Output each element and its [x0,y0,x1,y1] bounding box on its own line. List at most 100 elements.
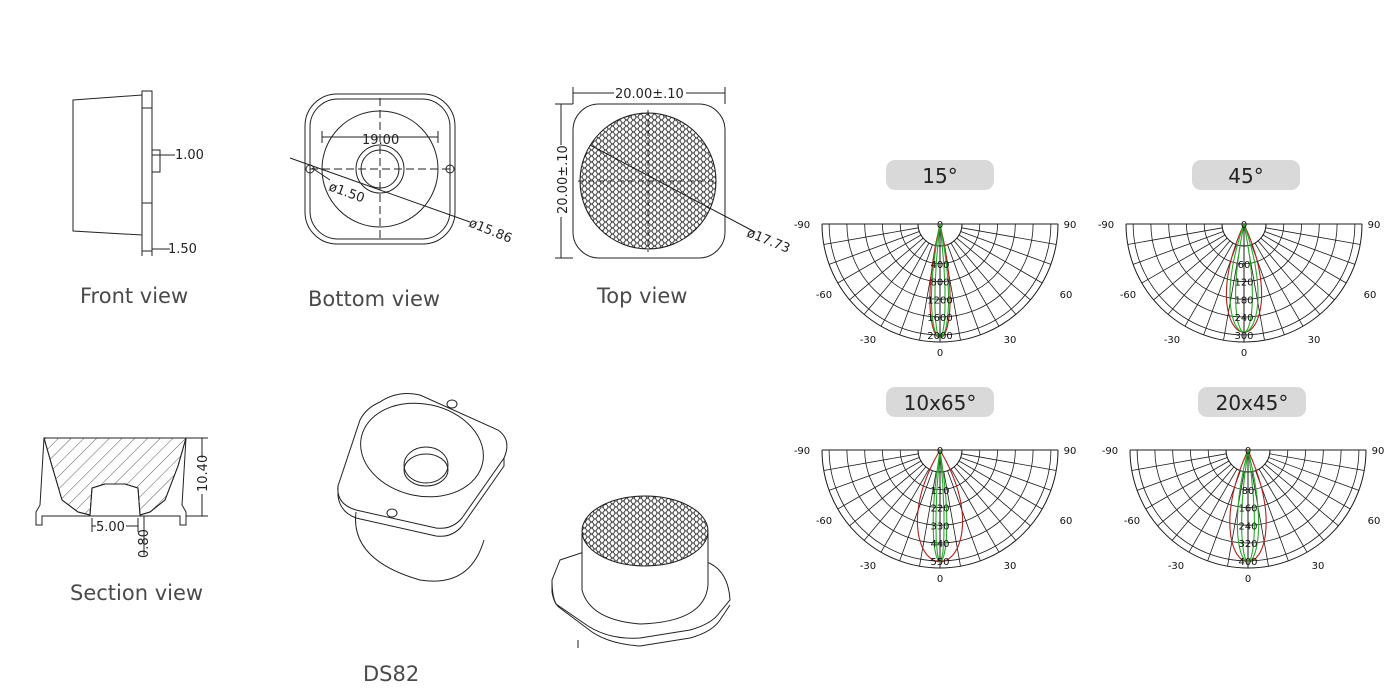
polar-spoke [1260,237,1335,301]
polar-spoke [953,466,1017,541]
polar-angle-label: 30 [1004,335,1017,346]
polar-ring-label: 800 [930,278,949,289]
polar-spoke [947,244,981,336]
polar-spoke [960,457,1052,491]
polar-ring-label: 240 [1238,521,1257,532]
polar-angle-label: -90 [794,446,810,457]
bottom-dim-width: 19.00 [362,133,399,148]
polar-ring-label: 220 [930,504,949,515]
polar-angle-label: 0 [1245,574,1251,585]
polar-spoke [958,234,1043,284]
front-dim-a: 1.00 [175,148,204,163]
polar-ring-label: 1600 [927,313,952,324]
polar-spoke [1141,234,1226,284]
polar-badge-3: 10x65° [886,387,994,417]
polar-spoke [1188,468,1238,553]
polar-spoke [880,468,930,553]
polar-spoke [1227,471,1245,567]
polar-spoke [950,468,1000,553]
polar-angle-label: 0 [1241,220,1247,231]
polar-spoke [849,463,924,527]
polar-ring-label: 330 [930,521,949,532]
polar-spoke [1157,463,1232,527]
front-view-drawing [72,90,175,256]
polar-beam-green [930,223,950,339]
polar-ring-label: 60 [1238,260,1251,271]
polar-angle-label: 60 [1060,290,1073,301]
polar-spoke [1258,468,1308,553]
polar-ring-label: 550 [930,557,949,568]
lens-iso-top [551,495,731,648]
polar-spoke [823,227,919,245]
caption-bottom-view: Bottom view [308,287,441,311]
polar-spoke [1261,466,1325,541]
polar-angle-label: -30 [1168,561,1184,572]
polar-angle-label: -30 [860,561,876,572]
polar-ring-label: 300 [1234,331,1253,342]
polar-spoke [953,240,1017,315]
polar-spoke [1266,460,1351,510]
polar-spoke [1262,234,1347,284]
polar-angle-label: -90 [1098,220,1114,231]
section-dim-width: 5.00 [96,520,125,535]
caption-top-view: Top view [597,284,688,308]
polar-spoke [880,242,930,327]
polar-angle-label: 90 [1064,220,1077,231]
polar-ring-label: 2000 [927,331,952,342]
polar-spoke [956,463,1031,527]
polar-spoke [943,471,961,567]
polar-spoke [828,457,920,491]
caption-model: DS82 [363,662,420,686]
polar-plots: 400800120016002000-90-60-300306090060120… [794,220,1385,585]
polar-ring-label: 120 [1234,278,1253,289]
polar-spoke [958,460,1043,510]
caption-section-view: Section view [70,581,204,605]
polar-spoke [1136,457,1228,491]
top-dim-diameter: ø17.73 [745,226,793,257]
polar-spoke [1127,227,1223,245]
section-dim-step: 0.80 [137,529,152,558]
polar-spoke [1251,471,1269,567]
polar-spoke [1254,242,1304,327]
polar-angle-label: -60 [1120,290,1136,301]
polar-angle-label: -90 [1102,446,1118,457]
polar-spoke [956,237,1031,301]
polar-spoke [1264,231,1356,265]
polar-spoke [1167,240,1231,315]
polar-angle-label: 0 [937,574,943,585]
polar-angle-label: 60 [1060,516,1073,527]
polar-spoke [863,466,927,541]
polar-angle-label: 0 [1241,348,1247,359]
polar-beam-green-inner [1241,449,1255,563]
polar-beam-green-inner [1235,223,1253,333]
polar-badge-4: 20x45° [1198,387,1306,417]
polar-spoke [849,237,924,301]
polar-spoke [950,242,1000,327]
polar-spoke [947,470,981,562]
polar-ring-label: 400 [930,260,949,271]
polar-ring-label: 320 [1238,539,1257,550]
top-dim-width: 20.00±.10 [615,87,684,102]
polar-angle-label: 30 [1308,335,1321,346]
polar-angle-label: 0 [937,446,943,457]
polar-spoke [863,240,927,315]
polar-ring-label: 160 [1238,504,1257,515]
bottom-view-drawing [289,93,471,245]
polar-ring-label: 400 [1238,557,1257,568]
top-view-drawing [555,87,756,259]
polar-ring-label: 180 [1234,295,1253,306]
polar-angle-label: -30 [1164,335,1180,346]
polar-angle-label: 60 [1364,290,1377,301]
polar-angle-label: -60 [816,290,832,301]
polar-spoke [961,453,1057,471]
polar-angle-label: 0 [937,348,943,359]
polar-angle-label: -60 [1124,516,1140,527]
polar-angle-label: 30 [1004,561,1017,572]
polar-ring-label: 1200 [927,295,952,306]
polar-spoke [828,231,920,265]
polar-angle-label: 60 [1368,516,1381,527]
polar-spoke [837,234,922,284]
section-view-drawing [35,437,208,555]
